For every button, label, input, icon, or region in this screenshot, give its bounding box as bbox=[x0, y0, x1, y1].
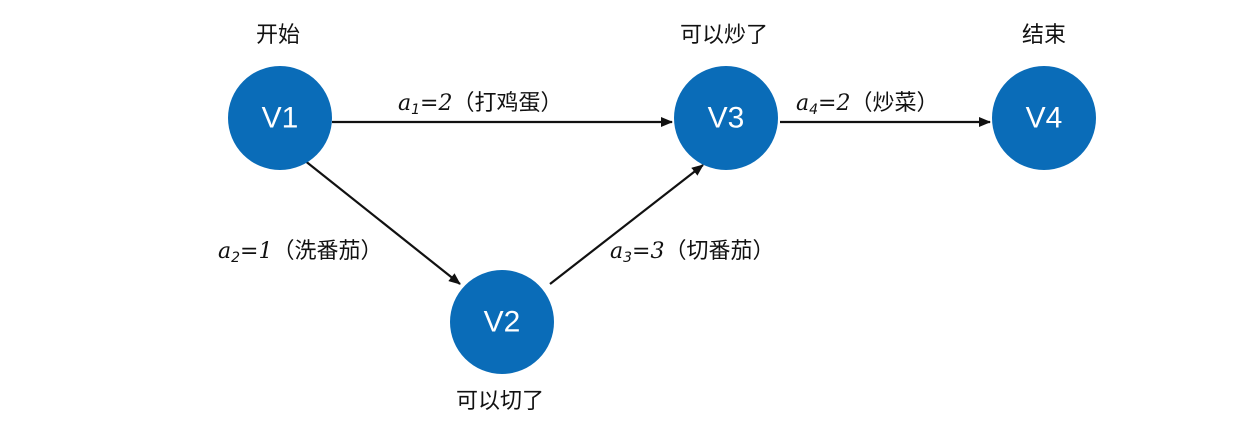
edge-v2-v3 bbox=[549, 164, 704, 285]
edge-v1-v2 bbox=[303, 159, 461, 285]
edge-label-a4: a4=2（炒菜） bbox=[796, 91, 939, 118]
node-v3: V3 bbox=[674, 66, 778, 170]
node-v4-label: V4 bbox=[1026, 102, 1063, 135]
edge-label-a2: a2=1（洗番茄） bbox=[218, 239, 383, 266]
node-v1-circle bbox=[228, 66, 332, 170]
edge-label-a3: a3=3（切番茄） bbox=[610, 239, 775, 266]
state-label-v1: 开始 bbox=[256, 23, 300, 48]
node-v1: V1 bbox=[228, 66, 332, 170]
node-v1-label: V1 bbox=[262, 102, 299, 135]
node-v4-circle bbox=[992, 66, 1096, 170]
node-v2-label: V2 bbox=[484, 306, 521, 339]
node-v2: V2 bbox=[450, 270, 554, 374]
node-v3-label: V3 bbox=[708, 102, 745, 135]
node-v4: V4 bbox=[992, 66, 1096, 170]
edge-label-a1: a1=2（打鸡蛋） bbox=[398, 91, 563, 118]
state-label-v2: 可以切了 bbox=[456, 389, 544, 414]
state-label-v4: 结束 bbox=[1022, 23, 1066, 48]
node-v2-circle bbox=[450, 270, 554, 374]
node-v3-circle bbox=[674, 66, 778, 170]
state-label-v3: 可以炒了 bbox=[680, 23, 768, 48]
